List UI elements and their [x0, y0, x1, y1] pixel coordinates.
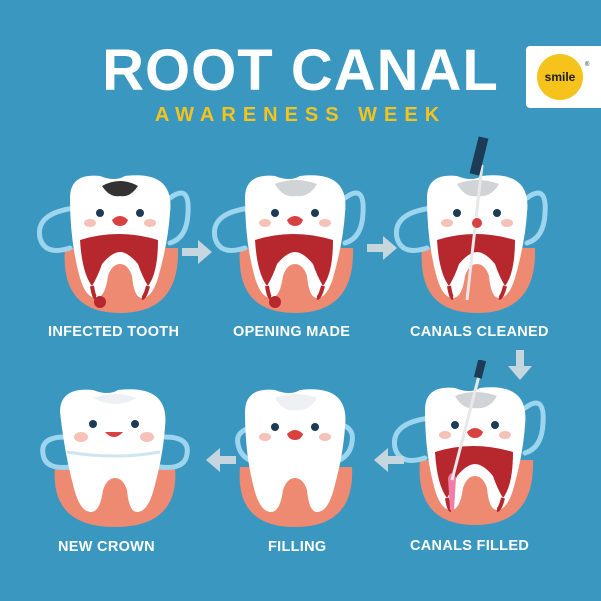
step-label: CANALS CLEANED: [410, 324, 549, 340]
step-label: CANALS FILLED: [410, 538, 530, 554]
step-filling: FILLING: [220, 382, 380, 562]
smile-logo: smile ®: [526, 46, 601, 108]
filling-tooth-icon: [235, 389, 355, 527]
step-opening-made: OPENING MADE: [205, 168, 375, 340]
arrow-down-icon: [508, 350, 532, 380]
smile-logo-badge: smile: [537, 54, 583, 100]
step-label: OPENING MADE: [233, 324, 351, 340]
page-title: ROOT CANAL: [102, 38, 499, 103]
arrow-left-icon: [374, 448, 404, 472]
new-crown-tooth-icon: [40, 389, 190, 527]
step-label: FILLING: [268, 539, 327, 555]
arrow-right-icon: [182, 240, 212, 264]
opening-made-tooth-icon: [211, 175, 366, 313]
arrow-right-icon: [367, 236, 397, 260]
arrow-left-icon: [206, 448, 236, 472]
step-label: INFECTED TOOTH: [48, 324, 180, 340]
canals-filled-tooth-icon: [391, 360, 546, 525]
step-infected-tooth: INFECTED TOOTH: [30, 168, 200, 340]
canals-cleaned-tooth-icon: [393, 136, 548, 313]
infected-tooth-icon: [36, 175, 191, 313]
step-label: NEW CROWN: [58, 539, 155, 555]
smile-logo-trademark: ®: [585, 62, 590, 68]
step-canals-cleaned: CANALS CLEANED: [392, 135, 582, 340]
step-new-crown: NEW CROWN: [35, 382, 210, 562]
page-subtitle: AWARENESS WEEK: [154, 104, 447, 126]
step-canals-filled: CANALS FILLED: [390, 360, 580, 560]
